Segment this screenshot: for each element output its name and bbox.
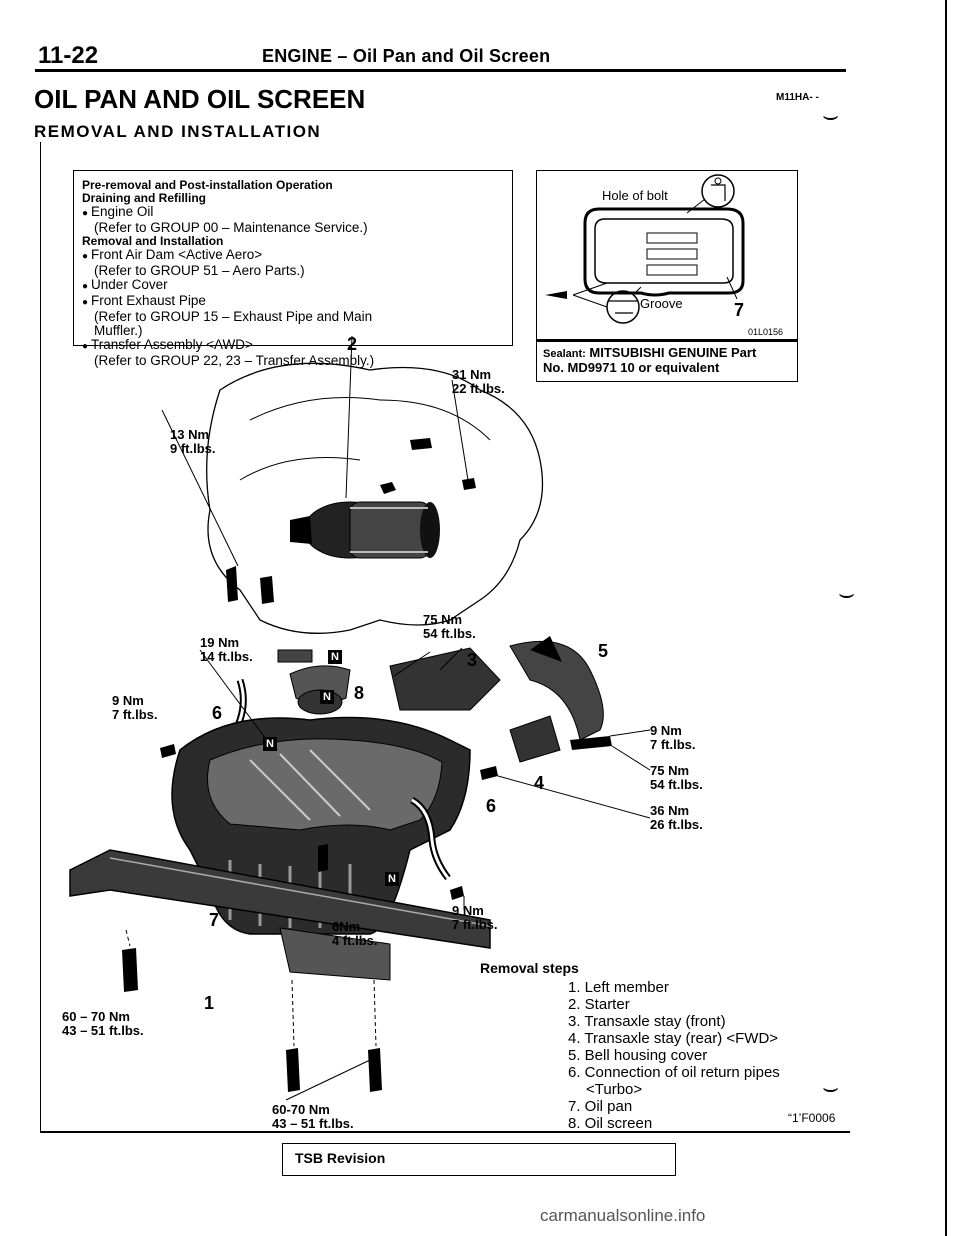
right-binding-rule	[945, 0, 947, 1236]
new-part-badge: N	[385, 872, 399, 886]
header-rule	[35, 69, 846, 72]
removal-step: 1. Left member	[568, 979, 669, 996]
page-header-title: ENGINE – Oil Pan and Oil Screen	[262, 46, 551, 66]
operation-item: ●Engine Oil	[82, 204, 154, 220]
removal-steps-title: Removal steps	[480, 960, 579, 976]
operation-reference: Muffler.)	[94, 323, 143, 338]
removal-step: 6. Connection of oil return pipes	[568, 1064, 780, 1081]
removal-step: <Turbo>	[586, 1081, 643, 1098]
operation-item: ●Front Exhaust Pipe	[82, 293, 206, 309]
section-subtitle: REMOVAL AND INSTALLATION	[34, 122, 322, 141]
inset-figure-code: 01L0156	[748, 327, 784, 337]
groove-label: Groove	[640, 296, 683, 311]
margin-mark: ⌣	[822, 1072, 840, 1102]
hole-of-bolt-label: Hole of bolt	[602, 188, 668, 203]
removal-steps-list: 1. Left member 2. Starter 3. Transaxle s…	[568, 979, 780, 1132]
sealant-note: Sealant: MITSUBISHI GENUINE Part No. MD9…	[536, 340, 798, 382]
sealant-label: Sealant:	[543, 348, 586, 360]
starter-motor	[290, 501, 440, 559]
margin-mark: ⌣	[838, 578, 856, 608]
removal-step: 4. Transaxle stay (rear) <FWD>	[568, 1030, 779, 1047]
callout-6-upper: 6	[212, 703, 223, 723]
oil-pan-top-view-diagram	[545, 174, 745, 324]
removal-step: 2. Starter	[568, 996, 630, 1013]
page-number: 11-22	[38, 42, 99, 69]
removal-step: 7. Oil pan	[568, 1098, 633, 1115]
operation-reference: (Refer to GROUP 00 – Maintenance Service…	[94, 220, 368, 235]
callout-4: 4	[534, 773, 545, 793]
operation-item: ●Under Cover	[82, 277, 168, 293]
operations-subheading: Removal and Installation	[82, 234, 224, 248]
new-part-badge: N	[320, 690, 334, 704]
left-member	[69, 849, 491, 981]
oil-pan-sealant-inset	[536, 170, 798, 340]
operations-subheading: Draining and Refilling	[82, 191, 207, 205]
operation-item: ●Front Air Dam <Active Aero>	[82, 247, 263, 263]
callout-3: 3	[467, 650, 478, 670]
operation-reference: (Refer to GROUP 15 – Exhaust Pipe and Ma…	[94, 309, 373, 324]
operations-heading: Pre-removal and Post-installation Operat…	[82, 178, 333, 192]
figure-code: “1’F0006	[788, 1111, 836, 1125]
section-code: M11HA- -	[776, 92, 819, 103]
sealant-part-number: No. MD9971 10 or equivalent	[543, 360, 720, 375]
removal-step: 5. Bell housing cover	[568, 1047, 708, 1064]
operation-item: ●Transfer Assembly <AWD>	[82, 337, 253, 353]
callout-7: 7	[209, 910, 220, 930]
new-part-badge: N	[328, 650, 342, 664]
callout-1: 1	[204, 993, 215, 1013]
watermark: carmanualsonline.info	[540, 1206, 706, 1225]
pre-removal-operations-box: Pre-removal and Post-installation Operat…	[73, 170, 513, 368]
sealant-part: MITSUBISHI GENUINE Part	[589, 345, 757, 360]
new-part-badge: N	[263, 737, 277, 751]
tsb-revision-box: TSB Revision	[282, 1143, 676, 1176]
operation-reference: (Refer to GROUP 51 – Aero Parts.)	[94, 263, 305, 278]
section-title: OIL PAN AND OIL SCREEN	[34, 84, 366, 114]
callout-5: 5	[598, 641, 609, 661]
inset-callout-7: 7	[734, 300, 745, 320]
removal-step: 3. Transaxle stay (front)	[568, 1013, 726, 1030]
left-margin-rule	[40, 142, 41, 1132]
removal-step: 8. Oil screen	[568, 1115, 653, 1132]
callout-8: 8	[354, 683, 365, 703]
oil-pan-exploded-diagram	[69, 335, 651, 1101]
margin-mark: ⌣	[822, 100, 840, 130]
callout-6-lower: 6	[486, 796, 497, 816]
bottom-rule	[40, 1131, 850, 1133]
callout-2: 2	[347, 334, 358, 354]
